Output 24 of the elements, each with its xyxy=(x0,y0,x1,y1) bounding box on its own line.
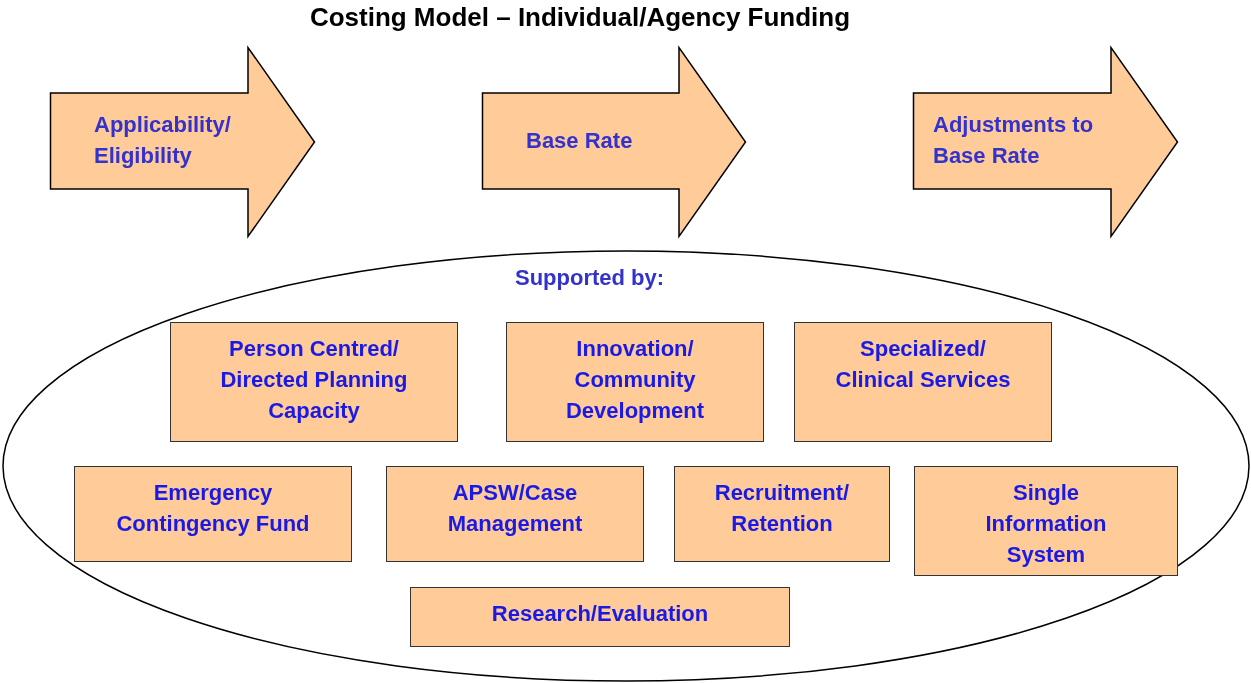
process-box xyxy=(674,466,890,562)
arrow-label: Base Rate xyxy=(526,126,634,155)
process-box xyxy=(794,322,1052,442)
box-label: Research/Evaluation xyxy=(491,600,709,628)
box-label: Specialized/ Clinical Services xyxy=(835,335,1011,394)
box-label: Single Information System xyxy=(984,479,1108,569)
process-box xyxy=(914,466,1178,576)
process-box xyxy=(386,466,644,562)
arrow-label: Adjustments to Base Rate xyxy=(933,111,1095,170)
process-box xyxy=(410,587,790,647)
diagram-title: Costing Model – Individual/Agency Funding xyxy=(308,2,852,33)
block-arrow xyxy=(913,47,1178,237)
process-box xyxy=(170,322,458,442)
arrow-label: Applicability/ Eligibility xyxy=(94,111,232,170)
box-label: Person Centred/ Directed Planning Capacity xyxy=(219,335,409,425)
block-arrow xyxy=(50,47,315,237)
box-label: Emergency Contingency Fund xyxy=(115,479,311,538)
process-box xyxy=(506,322,764,442)
group-heading: Supported by: xyxy=(515,264,665,292)
block-arrow xyxy=(482,47,746,237)
box-label: APSW/Case Management xyxy=(446,479,584,538)
box-label: Recruitment/ Retention xyxy=(713,479,851,538)
process-box xyxy=(74,466,352,562)
box-label: Innovation/ Community Development xyxy=(564,335,706,425)
